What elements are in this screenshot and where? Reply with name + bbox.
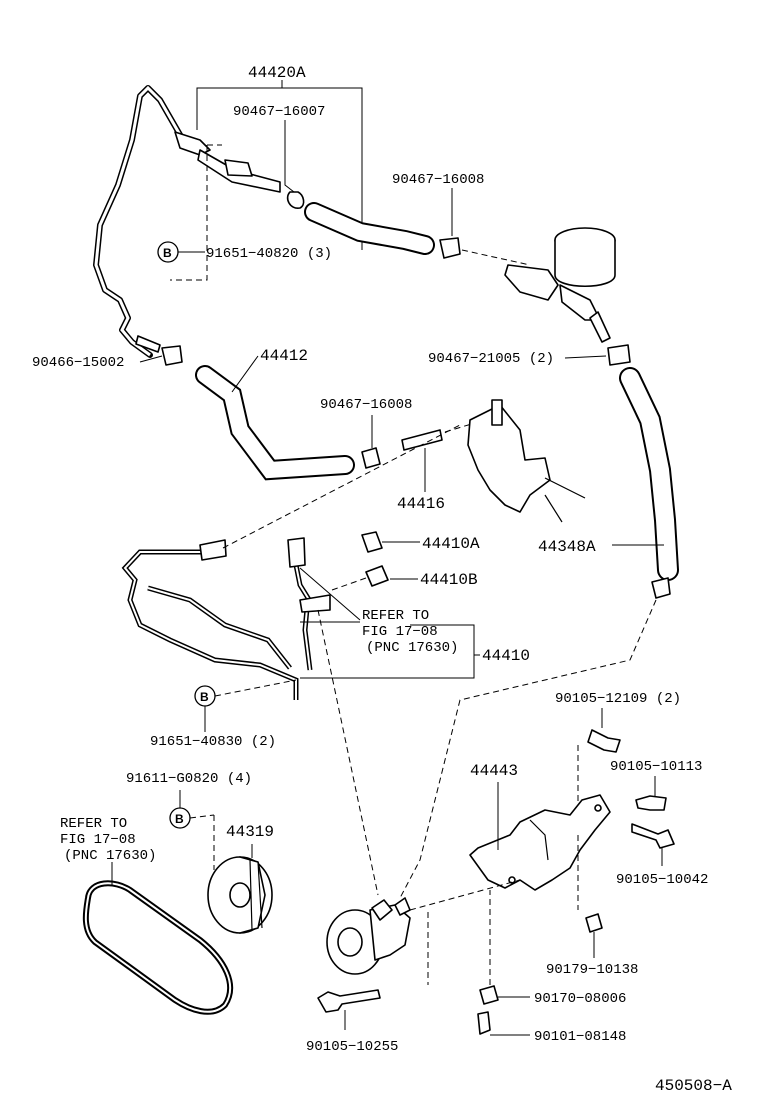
bolt-91651-40830 [194,679,297,732]
bolt-90101-08148 [477,1011,530,1036]
bracket-44443 [469,782,611,891]
pressure-tube-44410 [121,424,480,896]
badge-b-1: B [163,246,172,260]
diagram-id: 450508−A [655,1077,732,1095]
label-90101-08148: 90101−08148 [534,1029,626,1045]
label-90179-10138: 90179−10138 [546,962,638,978]
refer-belt-line-1: REFER TO [60,816,127,832]
hose-44412 [195,355,355,481]
refer-fig-line-1: REFER TO [362,608,429,624]
label-90105-12109: 90105−12109 (2) [555,691,681,707]
hose-44420a [304,202,435,255]
fitting-44410a [361,531,420,553]
label-91651-40820: 91651−40820 (3) [206,246,332,262]
label-91651-40830: 91651−40830 (2) [150,734,276,750]
clamp-90467-16008-mid [361,415,381,469]
refer-fig-line-2: FIG 17−08 [362,624,438,640]
label-44443: 44443 [470,762,518,780]
bolt-91611-g0820 [169,790,215,829]
label-90105-10255: 90105−10255 [306,1039,398,1055]
refer-belt-line-3: (PNC 17630) [64,848,156,864]
label-44348a: 44348A [538,538,596,556]
label-90467-21005: 90467−21005 (2) [428,351,554,367]
bolt-90105-10042 [631,823,675,866]
hose-44348a [612,367,679,599]
bolt-90105-10113 [635,776,667,811]
refer-fig-line-3: (PNC 17630) [366,640,458,656]
badge-b-3: B [175,812,184,826]
label-91611-g0820: 91611−G0820 (4) [126,771,252,787]
label-90170-08006: 90170−08006 [534,991,626,1007]
label-44319: 44319 [226,823,274,841]
clamp-90467-16008-top [439,188,461,259]
return-tube-44420a [93,80,363,358]
clamp-90467-16007 [284,120,305,209]
clamp-90466-15002 [139,345,183,366]
refer-belt-line-2: FIG 17−08 [60,832,136,848]
label-44410a: 44410A [422,535,480,553]
power-steering-pump [326,879,521,985]
label-44420a: 44420A [248,64,306,82]
label-44412: 44412 [260,347,308,365]
label-44416: 44416 [397,495,445,513]
badge-b-2: B [200,690,209,704]
bolt-90105-10255 [317,989,381,1030]
nut-90179-10138 [577,835,603,958]
pulley-44319 [207,815,273,934]
clamp-90467-21005 [564,344,631,366]
label-90466-15002: 90466−15002 [32,355,124,371]
union-44416 [401,421,479,492]
label-44410b: 44410B [420,571,478,589]
reservoir [461,227,616,343]
fitting-44410b [331,565,418,591]
label-90467-16008-mid: 90467−16008 [320,397,412,413]
label-90467-16007: 90467−16007 [233,104,325,120]
drive-belt [82,862,234,1015]
label-90105-10113: 90105−10113 [610,759,702,775]
label-44410: 44410 [482,647,530,665]
bolt-91651-40820 [157,241,205,263]
nut-90170-08006 [479,890,530,1005]
label-90467-16008-top: 90467−16008 [392,172,484,188]
steering-gear-housing [467,399,586,523]
label-90105-10042: 90105−10042 [616,872,708,888]
